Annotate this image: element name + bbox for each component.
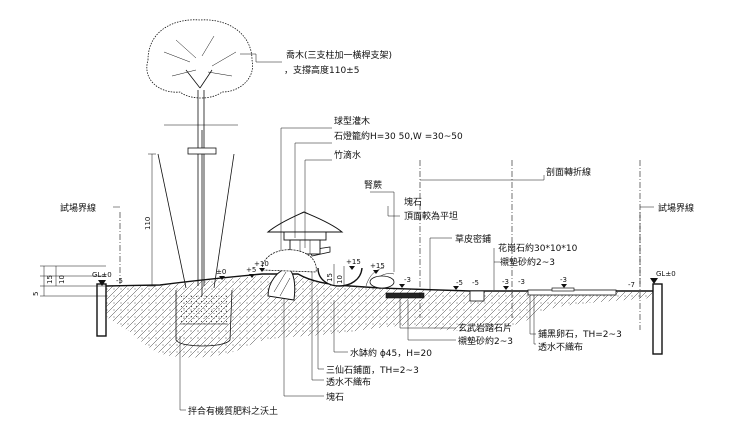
section-turn-lines	[119, 160, 641, 330]
level-plus10: +10	[254, 260, 269, 268]
boundary-wall-right	[652, 283, 663, 355]
label-granite-mortar: 襯墊砂約2~3	[500, 256, 555, 268]
level-minus5-a: -5	[456, 279, 463, 287]
label-test-boundary-left: 試場界線	[60, 202, 96, 214]
label-ball-shrub: 球型灌木	[334, 115, 370, 127]
fern-icon	[365, 267, 395, 289]
level-gl-left: GL±0	[92, 271, 112, 279]
label-water-bowl: 水缽約 ϕ45，H=20	[350, 347, 432, 359]
label-sanxian-stone: 三仙石鋪面，TH=2~3	[326, 364, 419, 376]
dim-110: 110	[144, 217, 152, 230]
level-minus3-a: -3	[404, 276, 411, 284]
tree	[146, 19, 253, 286]
tree-pit	[175, 289, 233, 347]
dim-5: 5	[32, 292, 40, 296]
level-minus5-left: -5	[116, 277, 123, 285]
ball-shrub-icon	[261, 249, 317, 273]
rock-boulder	[267, 267, 296, 301]
label-rock-top: 塊石	[404, 196, 422, 208]
label-black-pebble: 鋪黑卵石，TH=2~3	[538, 328, 622, 340]
label-bamboo-water: 竹滴水	[334, 149, 361, 161]
level-plus15-a: +15	[346, 258, 361, 266]
label-rock-bottom: 塊石	[326, 391, 344, 403]
label-fern: 腎蕨	[364, 179, 382, 191]
water-bowl	[317, 267, 363, 287]
label-sanxian-fabric: 透水不織布	[326, 376, 371, 388]
level-minus3-b: -3	[502, 278, 509, 286]
label-rock-top-note: 頂面較為平坦	[404, 210, 458, 222]
level-minus3-c: -3	[560, 276, 567, 284]
level-plus5: +5	[246, 266, 256, 274]
label-basalt-mortar: 襯墊砂約2~3	[458, 335, 513, 347]
label-section-turn: 剖面轉折線	[546, 166, 591, 178]
level-markers	[98, 266, 658, 290]
dim-15: 15	[46, 275, 54, 284]
label-test-boundary-right: 試場界線	[658, 202, 694, 214]
level-gl-right: GL±0	[656, 270, 676, 278]
dim-15-water: 15	[326, 273, 334, 282]
level-pm0: ±0	[216, 268, 226, 276]
label-soil: 拌合有機質肥料之沃土	[188, 405, 278, 417]
label-tree: 喬木(三支柱加一橫桿支架)	[286, 49, 392, 61]
label-lawn: 草皮密鋪	[455, 233, 491, 245]
label-stone-lantern: 石燈籠約H=30 50,W =30~50	[334, 130, 463, 142]
label-granite: 花崗石約30*10*10	[498, 242, 578, 254]
dim-10: 10	[58, 275, 66, 284]
paving-strips	[385, 287, 617, 302]
label-basalt: 玄武岩踏石片	[458, 322, 512, 334]
level-plus15-b: +15	[370, 262, 385, 270]
leader-lines	[113, 53, 654, 411]
dim-10-water: 10	[336, 275, 344, 284]
label-tree-height: ，支撐高度110±5	[284, 64, 359, 76]
tree-stakes	[157, 124, 238, 296]
label-black-pebble-fabric: 透水不織布	[538, 341, 583, 353]
level-minus7: -7	[628, 281, 635, 289]
soil-mass	[106, 276, 653, 358]
level-minus5-b: -5	[472, 279, 479, 287]
boundary-wall-left	[96, 283, 107, 337]
level-minus3-d: -3	[518, 278, 525, 286]
dimension-lines	[40, 153, 345, 297]
